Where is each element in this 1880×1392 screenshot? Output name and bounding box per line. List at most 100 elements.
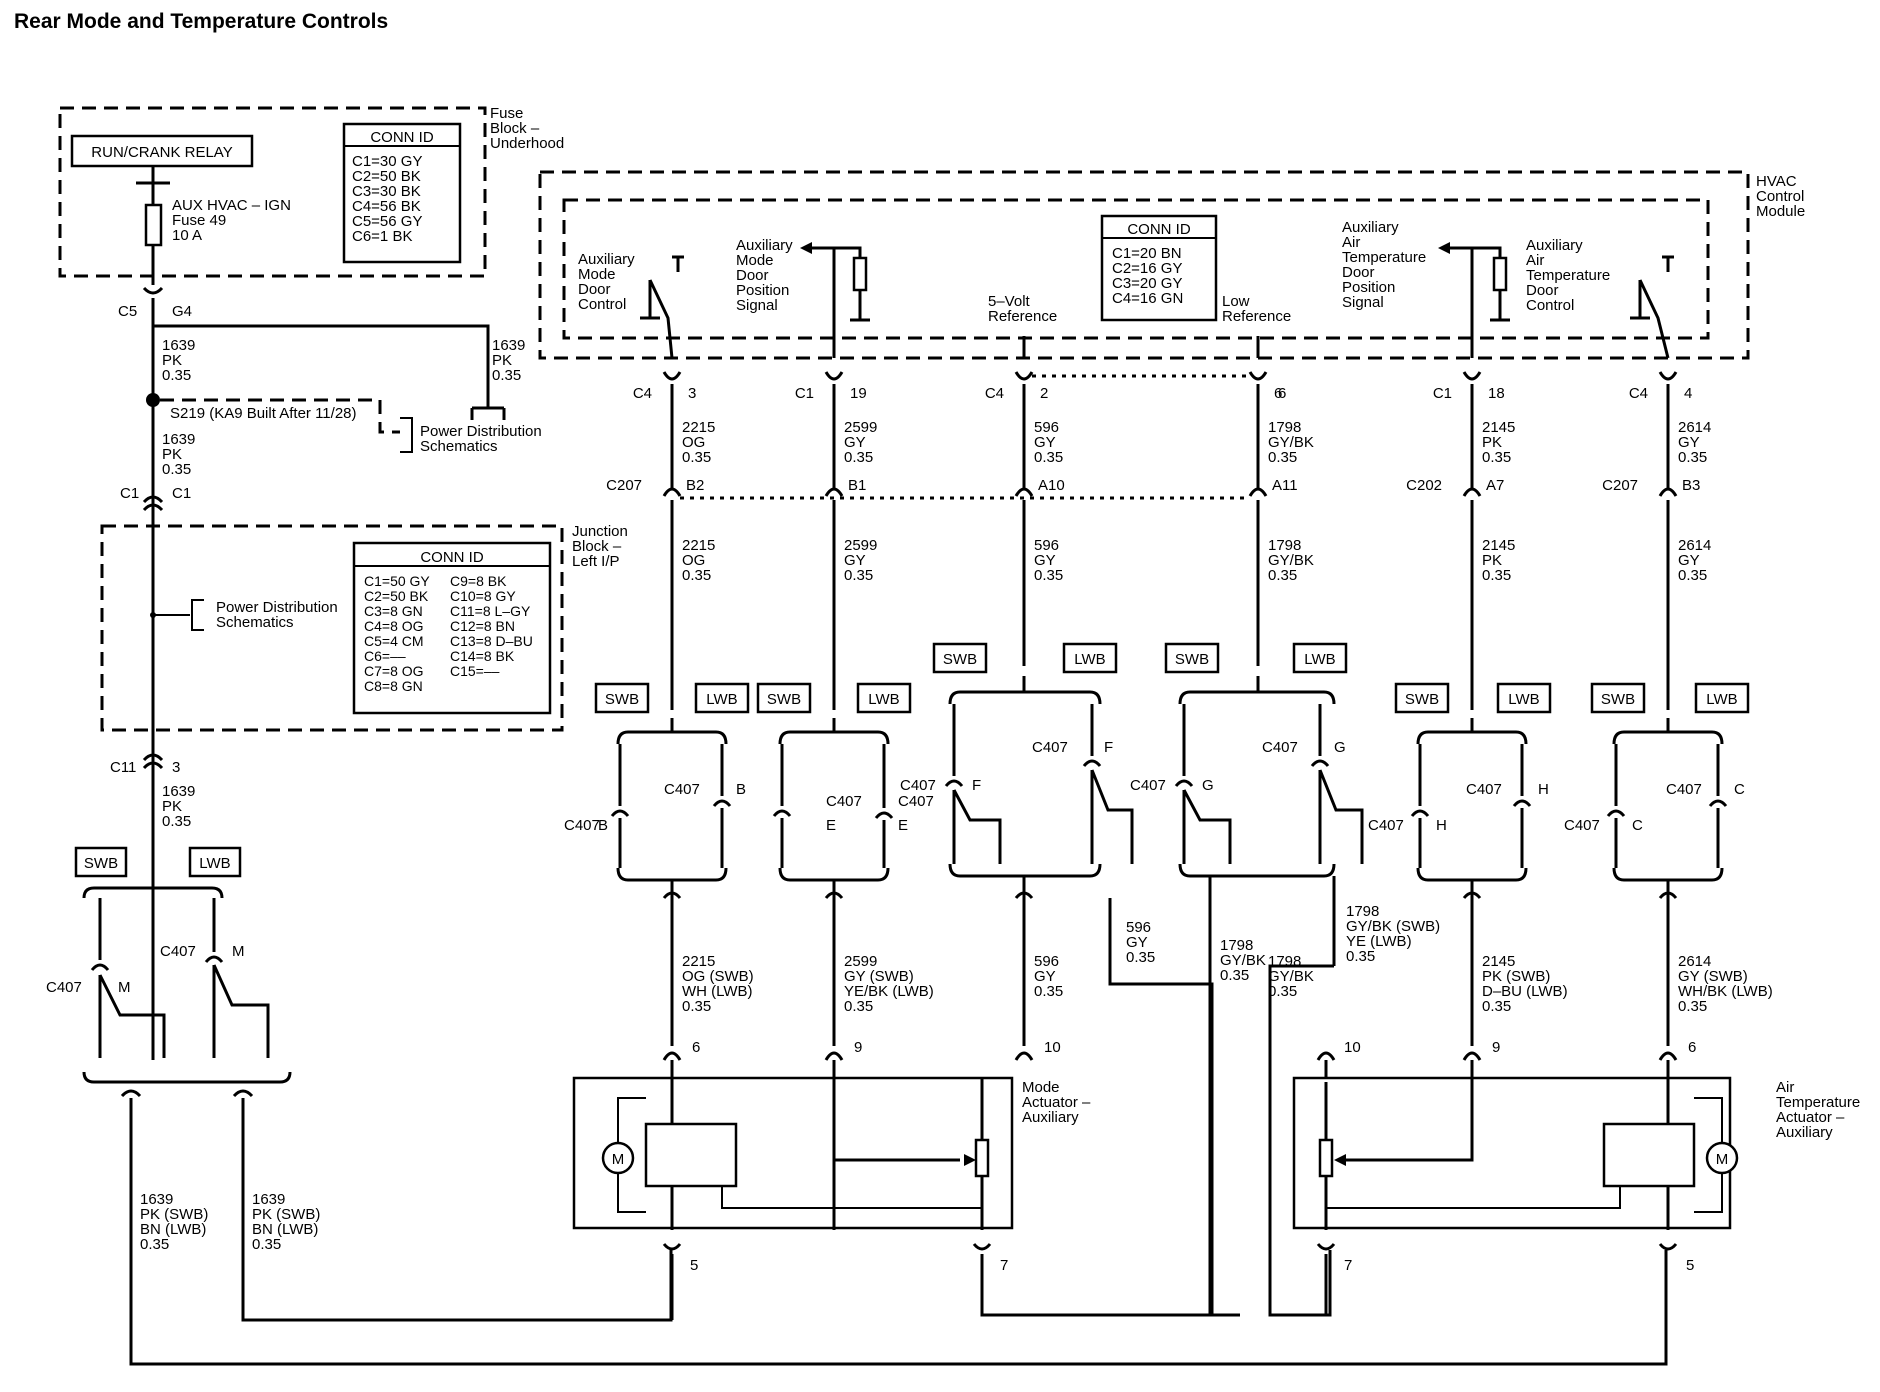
hvac-air-control-label-line-3: Temperature — [1526, 267, 1610, 284]
col6-swb-label: SWB — [1601, 691, 1635, 708]
col5-wire-a-line-3: 0.35 — [1482, 449, 1511, 466]
hvac-mode-position-label-line-3: Door — [736, 267, 769, 284]
junction-conn-left-line-7: C7=8 OG — [364, 663, 424, 679]
col6-lwb-label: LWB — [1706, 691, 1737, 708]
col6-actuator-pin: 6 — [1688, 1039, 1696, 1056]
col1-swb-label: SWB — [605, 691, 639, 708]
hvac-air-position-label-line-5: Position — [1342, 279, 1395, 296]
air-actuator-pin10: 10 — [1344, 1039, 1361, 1056]
power-dist-label-1-line-1: Power Distribution — [420, 423, 542, 440]
hvac-air-control-label-line-1: Auxiliary — [1526, 237, 1583, 254]
col5-inline-pin: A7 — [1486, 477, 1504, 494]
pin-c1: C1 — [172, 485, 191, 502]
col2-wire-b-line-2: GY — [844, 552, 866, 569]
mode-actuator-label-line-2: Actuator – — [1022, 1094, 1091, 1111]
diagram-lines — [58, 106, 1750, 1366]
diagram-title: Rear Mode and Temperature Controls — [14, 10, 388, 33]
col5-actuator-pin: 9 — [1492, 1039, 1500, 1056]
col2-c407-a: C407 — [826, 793, 862, 810]
col1-actuator-pin: 6 — [692, 1039, 700, 1056]
col1-wire-c-line-1: 2215 — [682, 953, 715, 970]
splice-s219 — [146, 393, 160, 407]
col3-hvac-pin: 2 — [1040, 385, 1048, 402]
junction-conn-right-line-4: C12=8 BN — [450, 618, 515, 634]
air-actuator-motor: M — [1716, 1151, 1729, 1168]
col4-lwb-label: LWB — [1304, 651, 1335, 668]
wire-1639-bottom-a-line-3: BN (LWB) — [140, 1221, 206, 1238]
wire-1639-c-line-3: 0.35 — [162, 813, 191, 830]
junction-conn-left-line-3: C3=8 GN — [364, 603, 423, 619]
col2-c407-pin-b: E — [898, 817, 908, 834]
col3-inline-pin: A10 — [1038, 477, 1065, 494]
col3-actuator-pin: 10 — [1044, 1039, 1061, 1056]
mode-actuator-pin5: 5 — [690, 1257, 698, 1274]
wire-1639-bottom-b-line-2: PK (SWB) — [252, 1206, 320, 1223]
col5-c407-b: C407 — [1466, 781, 1502, 798]
col1-wire-a-line-3: 0.35 — [682, 449, 711, 466]
col6-wire-c-line-4: 0.35 — [1678, 998, 1707, 1015]
conn-c11: C11 — [110, 759, 136, 776]
junction-conn-left-line-8: C8=8 GN — [364, 678, 423, 694]
wire-1639-c-line-1: 1639 — [162, 783, 195, 800]
junction-conn-id-box — [352, 541, 552, 715]
col4-wire-c-line-3: 0.35 — [1268, 983, 1297, 1000]
air-actuator-label-line-4: Auxiliary — [1776, 1124, 1833, 1141]
col3-wire-b-line-2: GY — [1034, 552, 1056, 569]
col1-wire-c-line-4: 0.35 — [682, 998, 711, 1015]
wire-1639-b-line-2: PK — [162, 446, 182, 463]
junction-conn-left-line-1: C1=50 GY — [364, 573, 430, 589]
mode-actuator-pin7: 7 — [1000, 1257, 1008, 1274]
hvac-module-label-line-3: Module — [1756, 203, 1805, 220]
conn-c5: C5 — [118, 303, 137, 320]
wire-1639-right-line-3: 0.35 — [492, 367, 521, 384]
diagram-labels: Rear Mode and Temperature ControlsFuseBl… — [14, 10, 1860, 1274]
splice-s219-label: S219 (KA9 Built After 11/28) — [170, 405, 357, 422]
col4-wire-c-line-1: 1798 — [1220, 937, 1253, 954]
junction-conn-right-line-2: C10=8 GY — [450, 588, 516, 604]
col1-wire-c-line-3: WH (LWB) — [682, 983, 753, 1000]
col5-lwb-label: LWB — [1508, 691, 1539, 708]
air-actuator-label-line-3: Actuator – — [1776, 1109, 1845, 1126]
col3-c407-pin-a: F — [972, 777, 981, 794]
swb-box — [74, 846, 128, 878]
hvac-air-control-label-line-5: Control — [1526, 297, 1574, 314]
fuse-conn-entry-line-3: C3=30 BK — [352, 183, 421, 200]
col1-c407-pin-a: B — [598, 817, 608, 834]
wire-1639-right-line-2: PK — [492, 352, 512, 369]
col6-wire-c-line-3: WH/BK (LWB) — [1678, 983, 1773, 1000]
hvac-air-control-label-line-2: Air — [1526, 252, 1544, 269]
fuse-label-line-1: AUX HVAC – IGN — [172, 197, 291, 214]
c407-left-b: C407 — [160, 943, 196, 960]
hvac-mode-position-label-line-4: Position — [736, 282, 789, 299]
col4-hvac-pin: 6 — [1274, 385, 1282, 402]
pin-3: 3 — [172, 759, 180, 776]
fuse-conn-entry-line-4: C4=56 BK — [352, 198, 421, 215]
fuse-block-label-line-3: Underhood — [490, 135, 564, 152]
col2-c407-b: C407 — [898, 793, 934, 810]
col5-wire-c-line-1: 2145 — [1482, 953, 1515, 970]
col2-swb-label: SWB — [767, 691, 801, 708]
col3-wire-d-line-3: 0.35 — [1126, 949, 1155, 966]
col2-hvac-conn: C1 — [795, 385, 814, 402]
col1-wire-c-line-2: OG (SWB) — [682, 968, 754, 985]
col6-c407-b: C407 — [1666, 781, 1702, 798]
col6-wire-c-line-2: GY (SWB) — [1678, 968, 1748, 985]
col4-wire-b-line-3: 0.35 — [1268, 567, 1297, 584]
junction-conn-left-line-2: C2=50 BK — [364, 588, 429, 604]
col6-wire-c-line-1: 2614 — [1678, 953, 1711, 970]
col5-inline-conn: C202 — [1406, 477, 1442, 494]
hvac-mode-control-label-line-3: Door — [578, 281, 611, 298]
col6-c407-pin-b: C — [1734, 781, 1745, 798]
junction-conn-right-line-3: C11=8 L–GY — [450, 603, 531, 619]
conn-c1-left: C1 — [120, 485, 139, 502]
col5-wire-c-line-2: PK (SWB) — [1482, 968, 1550, 985]
hvac-inner-outline — [562, 198, 1710, 340]
col4-c407-a: C407 — [1130, 777, 1166, 794]
hvac-conn-entry-line-4: C4=16 GN — [1112, 290, 1183, 307]
hvac-conn-title: CONN ID — [1127, 221, 1191, 238]
col4-hvac-pin-extra: 6 — [1278, 385, 1286, 402]
fuse-conn-entry-line-1: C1=30 GY — [352, 153, 422, 170]
air-actuator-pin7: 7 — [1344, 1257, 1352, 1274]
col3-wire-b-line-1: 596 — [1034, 537, 1059, 554]
col1-c407-pin-b: B — [736, 781, 746, 798]
